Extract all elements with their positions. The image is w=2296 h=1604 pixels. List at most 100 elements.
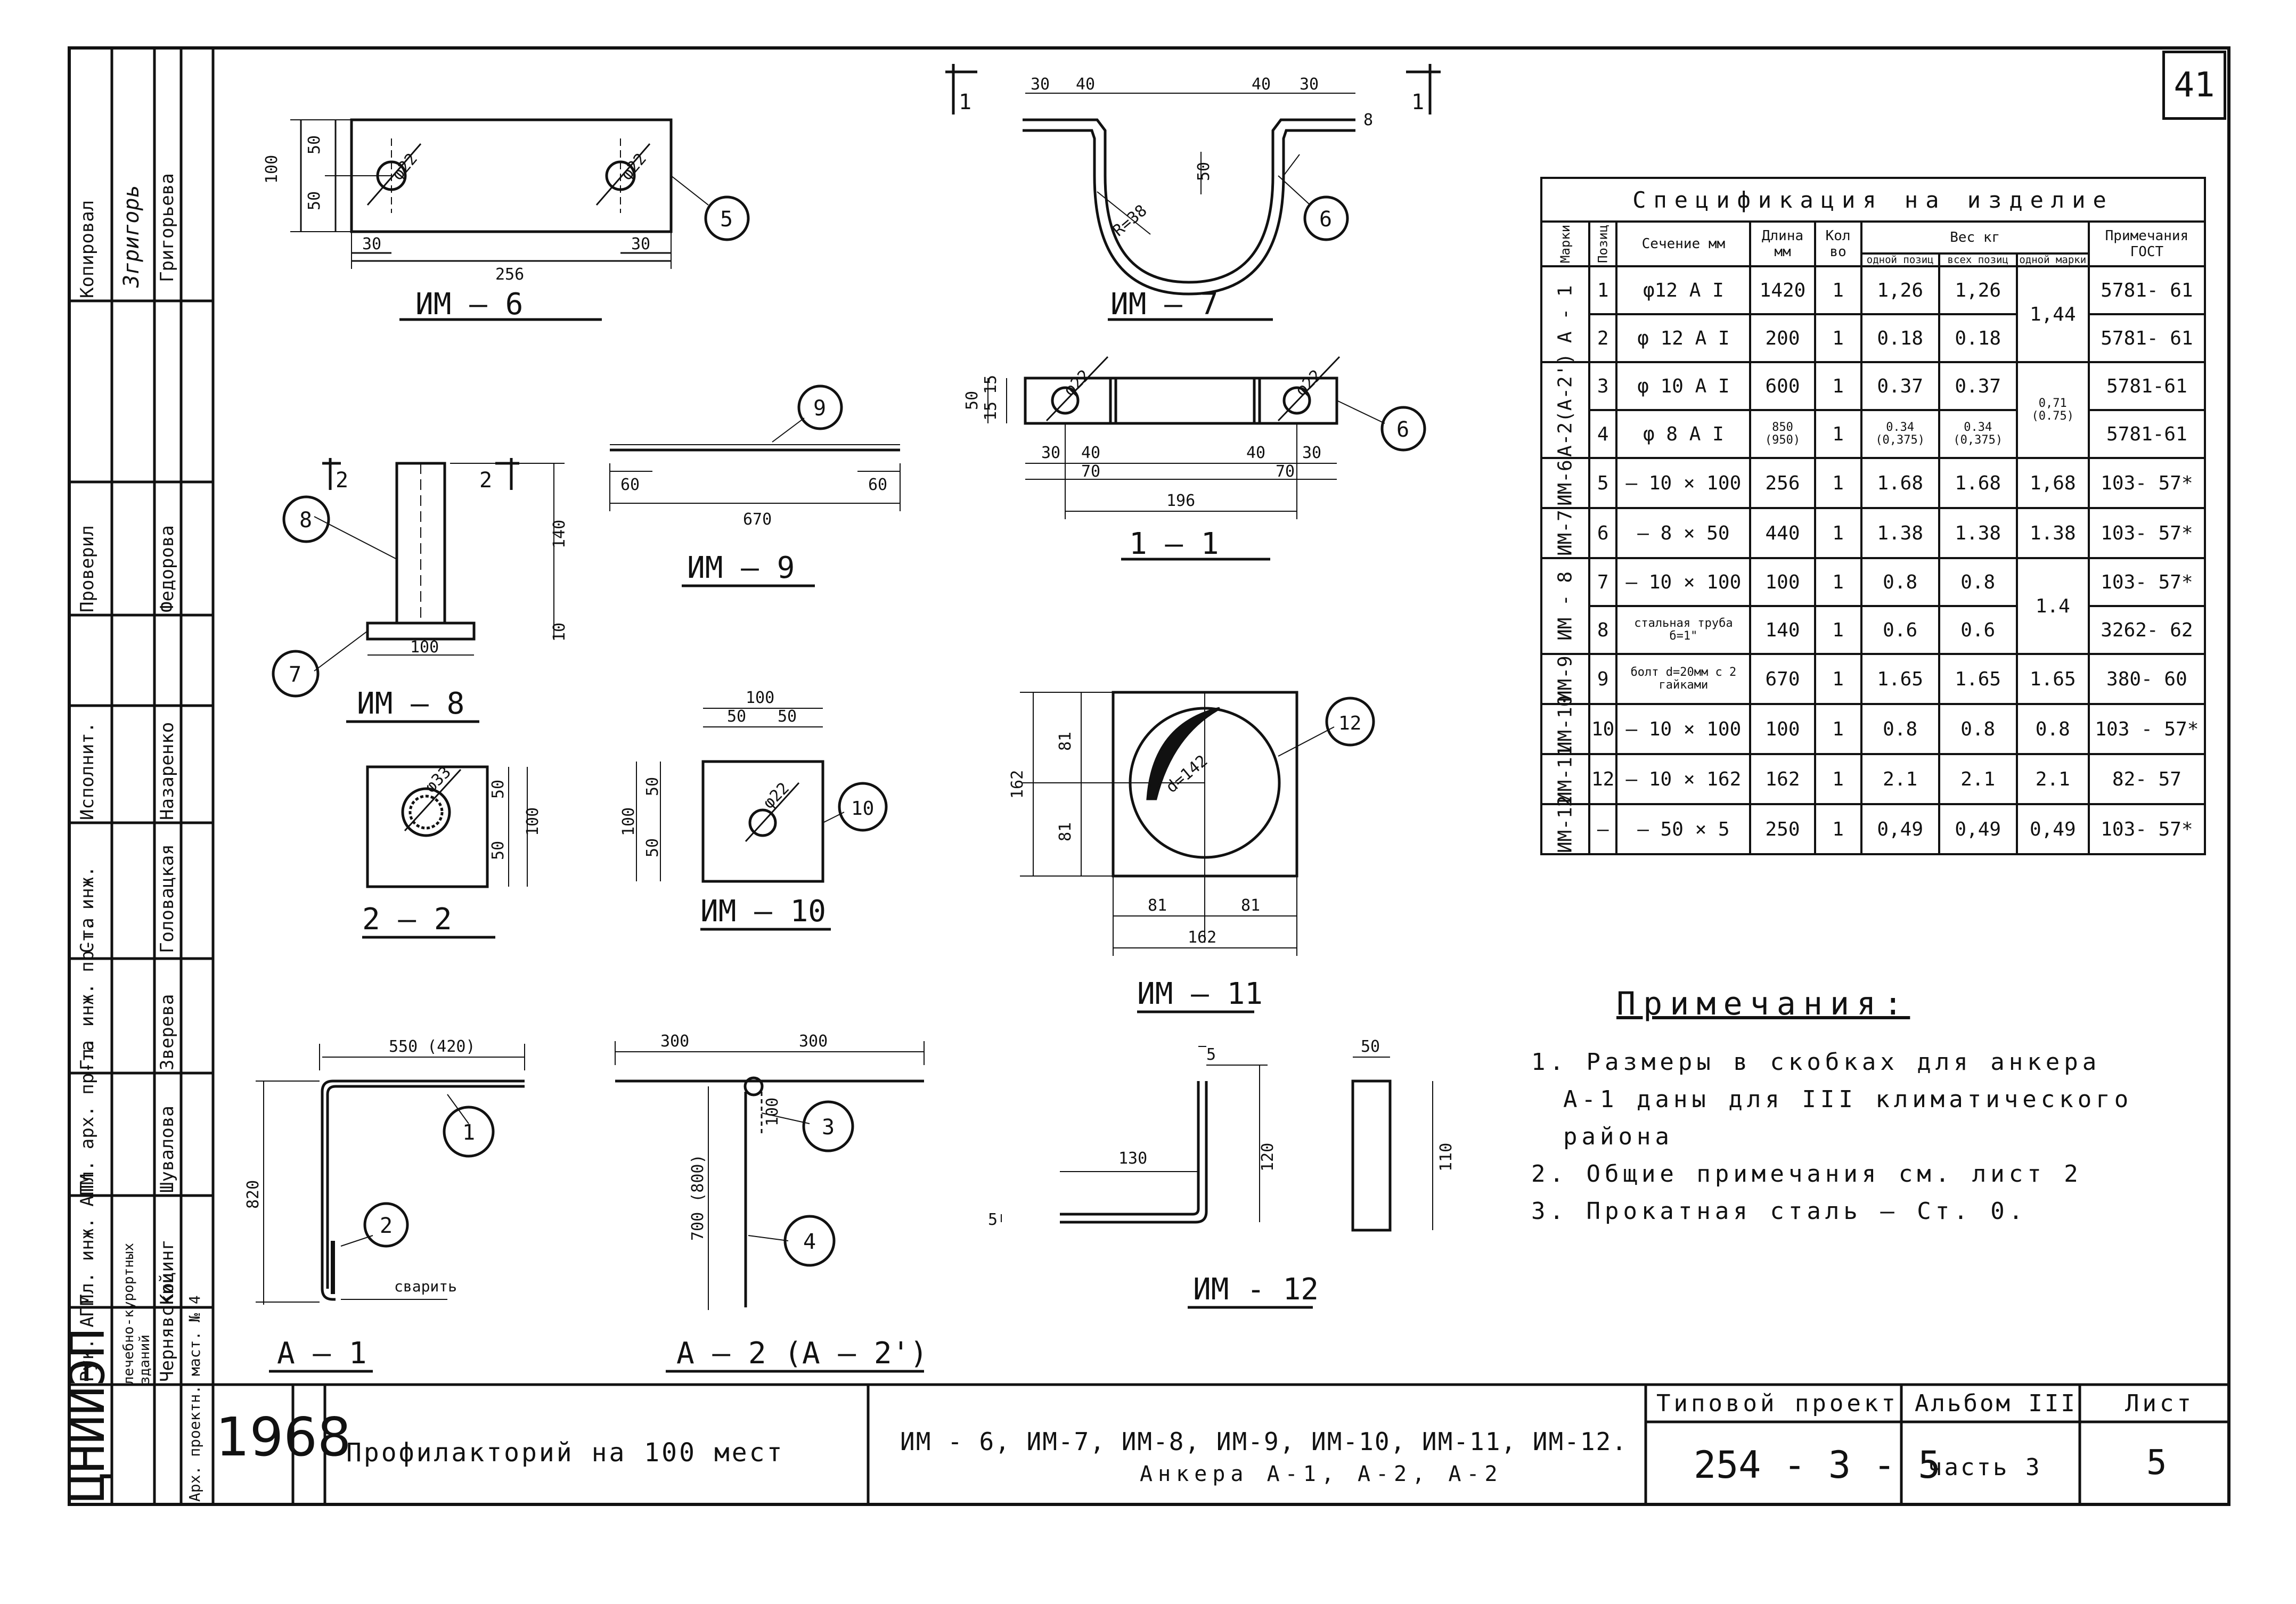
svg-text:зданий: зданий: [137, 1335, 153, 1385]
cell-w2: 1.68: [1938, 457, 2018, 509]
cell-sech: стальная труба б=1": [1615, 605, 1752, 655]
svg-text:Гл. арх. пр-та: Гл. арх. пр-та: [77, 1040, 98, 1193]
svg-text:Исполнит.: Исполнит.: [77, 722, 98, 820]
svg-text:81: 81: [1241, 896, 1260, 915]
cell-kol: 1: [1813, 803, 1862, 855]
svg-text:130: 130: [1118, 1149, 1147, 1168]
svg-text:φ22: φ22: [759, 779, 793, 813]
cell-sech: болт d=20мм с 2 гайками: [1615, 653, 1752, 705]
svg-text:2: 2: [336, 468, 348, 493]
cell-gost: 103- 57*: [2087, 557, 2207, 607]
im9-label: ИМ — 9: [687, 551, 795, 585]
svg-text:Ст. инж.: Ст. инж.: [77, 866, 98, 953]
stamp-typ-label: Типовой проект: [1656, 1390, 1899, 1417]
cell-sech: – 10 × 100: [1615, 557, 1752, 607]
svg-text:15: 15: [982, 375, 1000, 394]
svg-text:50: 50: [778, 707, 797, 726]
im6-label: ИМ — 6: [415, 287, 523, 322]
svg-text:5: 5: [988, 1210, 998, 1229]
svg-text:300: 300: [799, 1032, 828, 1051]
cell-w1: 2.1: [1860, 753, 1940, 805]
svg-text:162: 162: [1008, 770, 1027, 799]
svg-text:40: 40: [1076, 75, 1095, 94]
svg-text:4: 4: [803, 1230, 816, 1254]
svg-text:12: 12: [1338, 713, 1361, 734]
svg-text:6: 6: [1396, 418, 1409, 442]
cell-gost: 5781-61: [2087, 361, 2207, 411]
svg-text:Головацкая: Головацкая: [157, 844, 178, 953]
im12-drawing: [1001, 1046, 1433, 1309]
svg-text:100: 100: [746, 689, 774, 707]
note-2: 2. Общие примечания см. лист 2: [1531, 1160, 2082, 1188]
cell-sech: – 8 × 50: [1615, 507, 1752, 559]
im9-drawing: [609, 418, 901, 587]
cell-w2: 1.38: [1938, 507, 2018, 559]
svg-text:Коцинг: Коцинг: [157, 1239, 178, 1305]
svg-text:8: 8: [1363, 111, 1373, 129]
cell-kol: 1: [1813, 557, 1862, 607]
cell-gost: 5781- 61: [2087, 313, 2207, 363]
svg-text:70: 70: [1276, 462, 1295, 481]
note-1-cont: А-1 даны для III климатического района: [1563, 1086, 2133, 1150]
cell-poz: 10: [1588, 703, 1618, 755]
cell-marka: ИМ - 8: [1541, 558, 1589, 654]
svg-text:50: 50: [643, 777, 662, 796]
cell-poz: 3: [1588, 361, 1618, 411]
svg-text:1: 1: [462, 1120, 475, 1145]
cell-kol: 1: [1813, 605, 1862, 655]
im10-label: ИМ — 10: [700, 894, 826, 929]
cell-w1: 0.8: [1860, 703, 1940, 755]
stamp-album-label: Альбом III: [1915, 1390, 2077, 1417]
svg-text:120: 120: [1259, 1143, 1277, 1172]
note-3: 3. Прокатная сталь – Ст. 0.: [1531, 1198, 2028, 1225]
section-2-2-drawing: [362, 765, 528, 939]
svg-text:6: 6: [1319, 207, 1332, 232]
stamp-copied-label: Копировал: [77, 200, 98, 298]
cell-poz: 6: [1588, 507, 1618, 559]
svg-text:100: 100: [410, 638, 439, 657]
cell-poz: 2: [1588, 313, 1618, 363]
svg-text:100: 100: [763, 1098, 782, 1126]
svg-text:50: 50: [305, 135, 324, 154]
im8-drawing: [314, 458, 565, 723]
svg-text:256: 256: [495, 265, 524, 284]
svg-text:лечебно-курортных: лечебно-курортных: [121, 1243, 137, 1385]
cell-gost: 103- 57*: [2087, 507, 2207, 559]
cell-w2: 0.18: [1938, 313, 2018, 363]
svg-text:162: 162: [1188, 928, 1216, 947]
cell-w2: 0.34 (0,375): [1938, 409, 2018, 459]
svg-text:φ22: φ22: [388, 150, 421, 184]
cell-gost: 380- 60: [2087, 653, 2207, 705]
cell-w2: 1.65: [1938, 653, 2018, 705]
header-pozic: Позиц: [1589, 222, 1617, 266]
page-number: 41: [2162, 51, 2226, 120]
cell-gost: 103 - 57*: [2087, 703, 2207, 755]
specification-table: Спецификация на изделие Марки Позиц Сече…: [1540, 177, 2207, 855]
header-weight: Вес кг: [1860, 220, 2090, 255]
cell-dl: 140: [1749, 605, 1816, 655]
cell-dl: 600: [1749, 361, 1816, 411]
svg-text:Арх. проектн. маст. № 4: Арх. проектн. маст. № 4: [186, 1295, 203, 1502]
cell-poz: 8: [1588, 605, 1618, 655]
cell-poz: 12: [1588, 753, 1618, 805]
svg-text:Федорова: Федорова: [157, 525, 178, 612]
cell-gost: 5781- 61: [2087, 265, 2207, 315]
cell-poz: –: [1588, 803, 1618, 855]
cell-wm: 1.4: [2015, 557, 2090, 655]
svg-text:50: 50: [963, 391, 982, 410]
cell-w2: 1,26: [1938, 265, 2018, 315]
cell-w2: 0.37: [1938, 361, 2018, 411]
spec-title: Спецификация на изделие: [1540, 177, 2206, 223]
svg-text:Чернявский: Чернявский: [157, 1273, 178, 1382]
svg-text:81: 81: [1056, 732, 1075, 751]
cell-w1: 0.18: [1860, 313, 1940, 363]
cell-wm: 0.8: [2015, 703, 2090, 755]
svg-text:196: 196: [1166, 492, 1195, 510]
cell-gost: 3262- 62: [2087, 605, 2207, 655]
stamp-contents-1: ИМ - 6, ИМ-7, ИМ-8, ИМ-9, ИМ-10, ИМ-11, …: [900, 1427, 1628, 1456]
cell-kol: 1: [1813, 703, 1862, 755]
